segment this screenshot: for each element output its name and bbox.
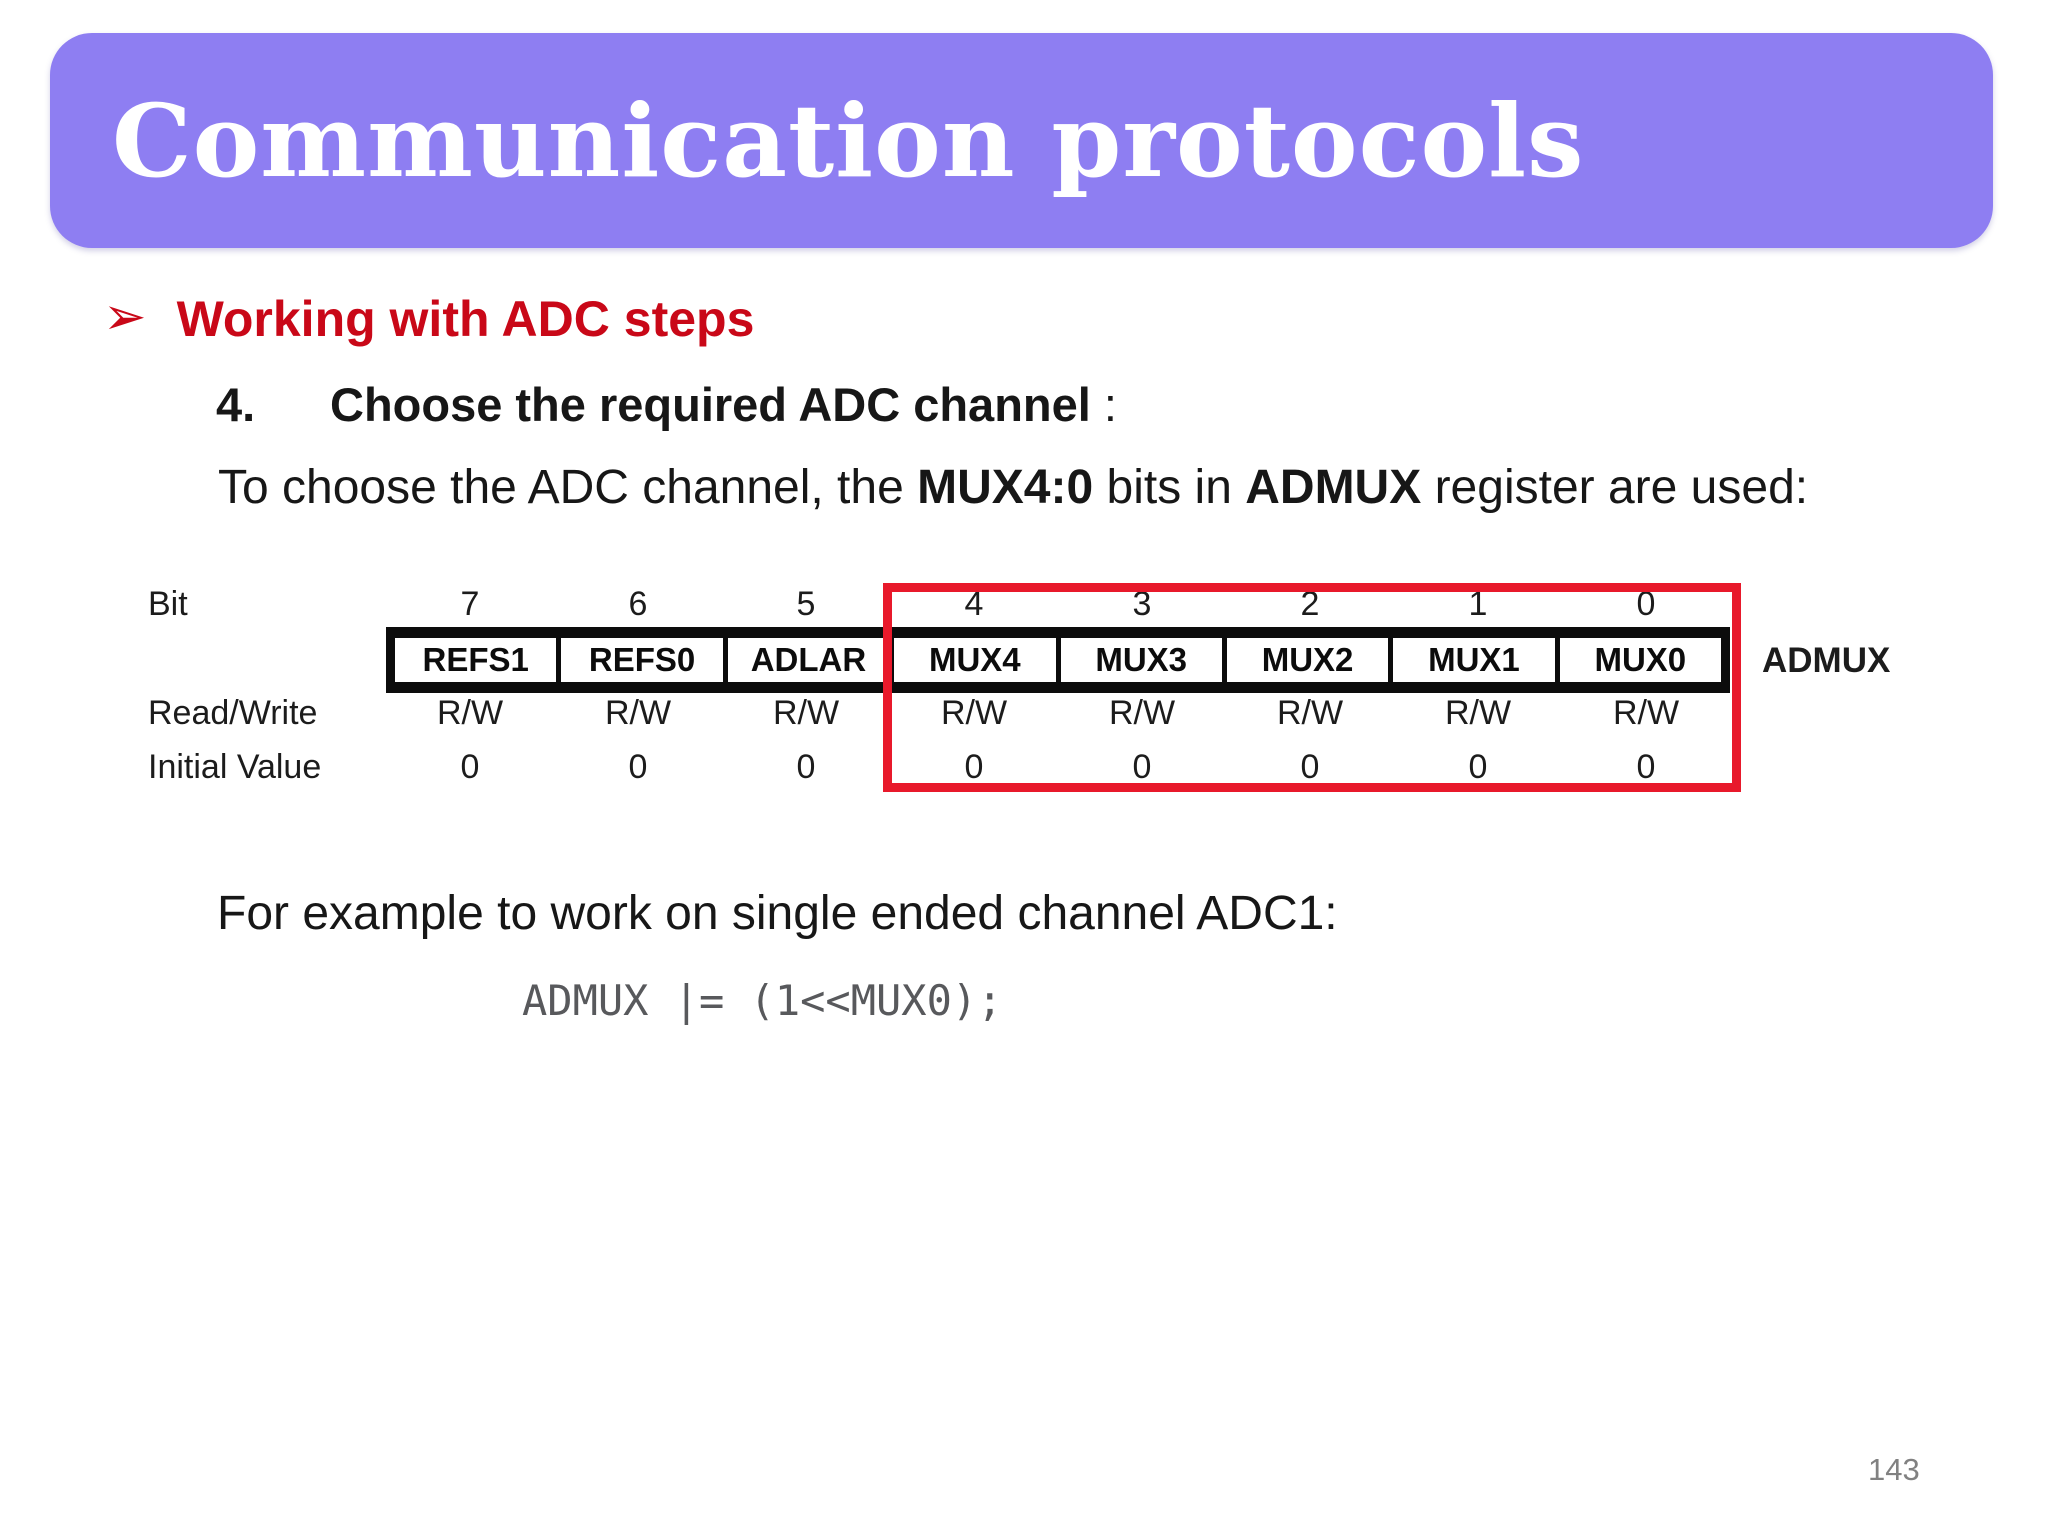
initial-value: 0	[1636, 748, 1656, 786]
intro-suffix: register are used:	[1421, 461, 1809, 514]
section-heading-text: Working with ADC steps	[176, 291, 755, 347]
bit-index: 6	[628, 585, 648, 623]
register-field-cell: MUX1	[1393, 638, 1555, 682]
example-sentence: For example to work on single ended chan…	[217, 887, 1338, 940]
page-number: 143	[1868, 1452, 1920, 1487]
bit-row-label: Bit	[148, 585, 188, 623]
initial-value: 0	[796, 748, 816, 786]
mux-bits-highlight-box	[883, 583, 1741, 792]
initial-value: 0	[460, 748, 480, 786]
read-write-value: R/W	[1612, 694, 1680, 732]
code-snippet: ADMUX |= (1<<MUX0);	[522, 976, 1003, 1025]
arrow-bullet-icon: ➢	[103, 288, 147, 346]
intro-paragraph: To choose the ADC channel, the MUX4:0 bi…	[218, 460, 1808, 515]
initial-value: 0	[1132, 748, 1152, 786]
bit-index: 1	[1468, 585, 1488, 623]
register-field-cell: REFS0	[561, 638, 723, 682]
step-line: 4. Choose the required ADC channel :	[216, 378, 1117, 432]
initial-value: 0	[1468, 748, 1488, 786]
intro-bold-mux: MUX4:0	[917, 461, 1094, 514]
bit-index: 5	[796, 585, 816, 623]
register-name-label: ADMUX	[1762, 641, 1891, 680]
register-field-cell: MUX2	[1226, 638, 1389, 682]
initial-value: 0	[628, 748, 648, 786]
initial-value: 0	[964, 748, 984, 786]
initial-value: 0	[1300, 748, 1320, 786]
register-field-row: REFS1 REFS0 ADLAR MUX4 MUX3 MUX2 MUX1 MU…	[386, 627, 1730, 693]
bit-index: 0	[1636, 585, 1656, 623]
read-write-value: R/W	[604, 694, 672, 732]
register-field-cell: MUX3	[1060, 638, 1222, 682]
intro-bold-admux: ADMUX	[1245, 461, 1422, 514]
register-field-cell: REFS1	[395, 638, 557, 682]
bit-index-row: 7 6 5 4 3 2 1 0	[386, 586, 1730, 622]
title-banner: Communication protocols	[50, 33, 1993, 248]
section-heading: ➢ Working with ADC steps	[103, 288, 755, 347]
bit-index: 7	[460, 585, 480, 623]
initial-value-row-label: Initial Value	[148, 748, 322, 786]
read-write-value: R/W	[772, 694, 840, 732]
bit-index: 2	[1300, 585, 1320, 623]
slide-title: Communication protocols	[112, 81, 1585, 200]
step-title: Choose the required ADC channel	[330, 378, 1091, 431]
initial-value-row: 0 0 0 0 0 0 0 0	[386, 749, 1730, 785]
read-write-value: R/W	[436, 694, 504, 732]
bit-index: 4	[964, 585, 984, 623]
register-field-cell: MUX0	[1559, 638, 1721, 682]
intro-middle: bits in	[1093, 461, 1246, 514]
register-field-cell: MUX4	[894, 638, 1056, 682]
read-write-value: R/W	[1276, 694, 1344, 732]
register-field-cell: ADLAR	[727, 638, 890, 682]
read-write-row-label: Read/Write	[148, 694, 318, 732]
bit-index: 3	[1132, 585, 1152, 623]
step-colon: :	[1090, 378, 1117, 431]
read-write-value: R/W	[1108, 694, 1176, 732]
intro-prefix: To choose the ADC channel, the	[218, 461, 918, 514]
step-number: 4.	[216, 378, 256, 431]
read-write-row: R/W R/W R/W R/W R/W R/W R/W R/W	[386, 695, 1730, 731]
read-write-value: R/W	[1444, 694, 1512, 732]
read-write-value: R/W	[940, 694, 1008, 732]
